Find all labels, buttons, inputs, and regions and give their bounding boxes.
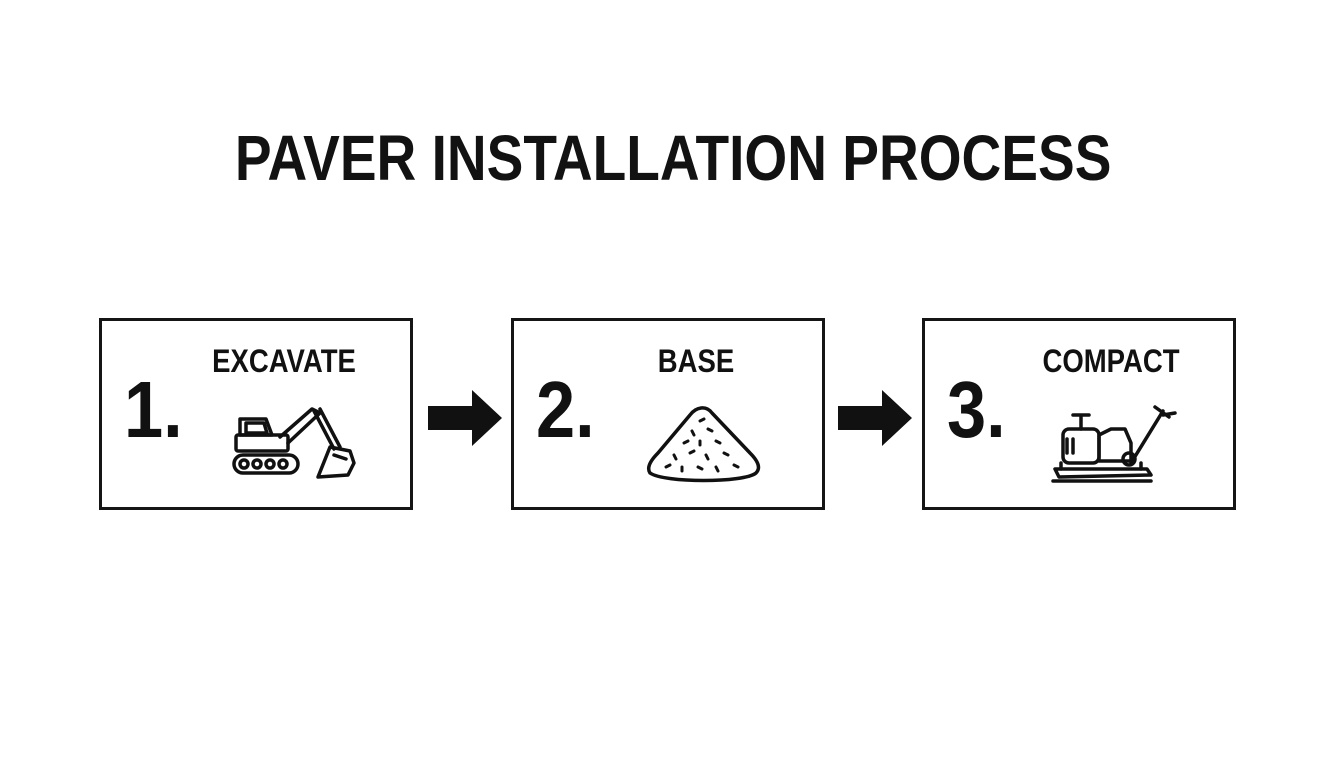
step-box-base: 2. BASE: [511, 318, 825, 510]
plate-compactor-icon: [1051, 405, 1177, 483]
step-number: 2.: [536, 365, 595, 454]
step-box-excavate: 1. EXCAVATE: [99, 318, 413, 510]
step-label: COMPACT: [1042, 343, 1180, 379]
step-box-compact: 3. COMPACT: [922, 318, 1236, 510]
excavator-icon: [232, 407, 356, 479]
arrow-right-icon: [838, 390, 912, 446]
gravel-pile-icon: [646, 406, 761, 483]
step-label: EXCAVATE: [212, 343, 356, 379]
arrow-right-icon: [428, 390, 502, 446]
diagram-title: PAVER INSTALLATION PROCESS: [234, 122, 1112, 194]
step-number: 1.: [124, 365, 183, 454]
step-number: 3.: [947, 365, 1006, 454]
step-label: BASE: [657, 343, 735, 379]
